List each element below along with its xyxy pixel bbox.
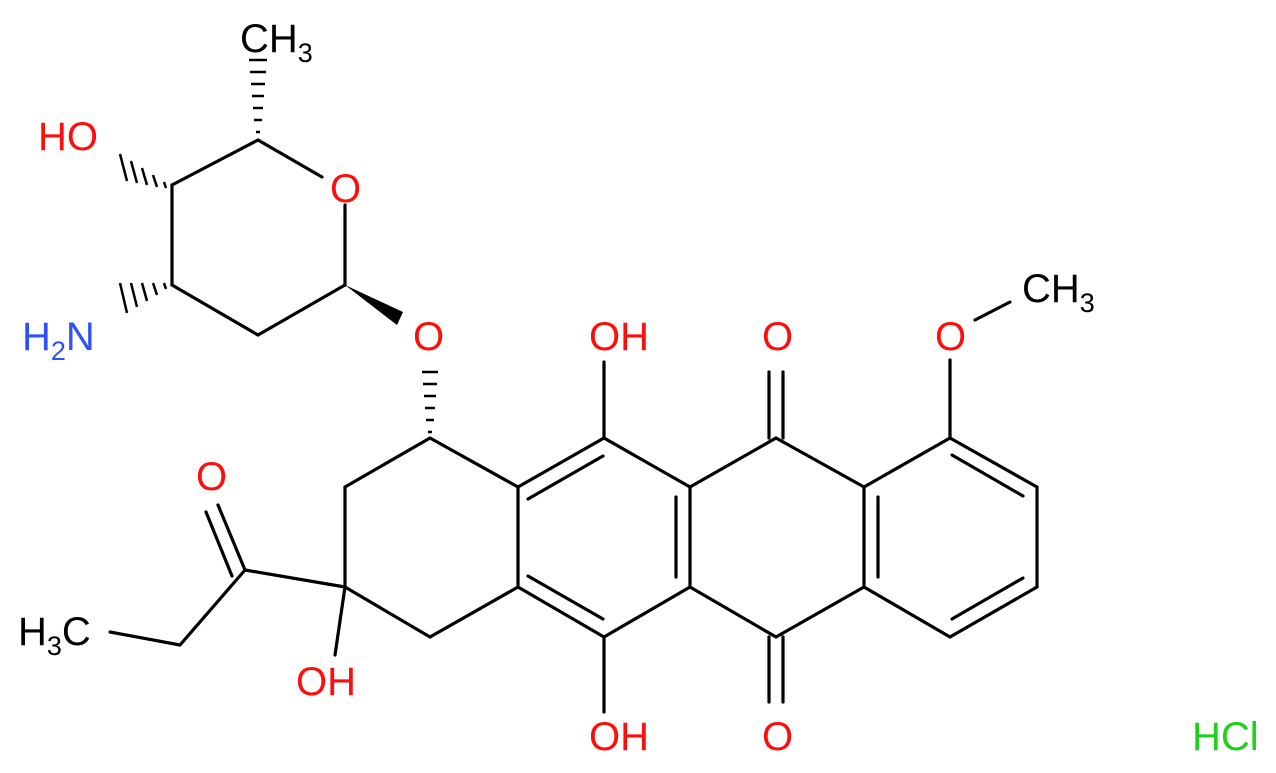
- bond-c6a-c6: [516, 436, 606, 489]
- bond-c5-o: [256, 138, 324, 179]
- hash-c4-oh: [118, 153, 168, 189]
- bond-c5a-c5: [688, 436, 778, 489]
- label-hcl: HCl: [1192, 715, 1259, 759]
- atom-labels: CH3 HO O H2N O OH O O CH3 O H3C OH OH O …: [18, 17, 1259, 759]
- bond-c11-c10a: [516, 585, 606, 639]
- bond-c10-c10a: [428, 585, 520, 639]
- label-o-ring: O: [330, 167, 361, 211]
- bond-c9-oh: [333, 585, 347, 657]
- hash-c5-ch3: [249, 58, 267, 134]
- bond-c1-c2: [256, 283, 347, 337]
- bond-carbonyl-ch2: [178, 568, 247, 647]
- label-ch3-sugar: CH3: [240, 17, 313, 68]
- ring-d-bonds: [862, 300, 1039, 639]
- label-oh-lower: OH: [589, 715, 649, 759]
- bond-ch2-ch3: [108, 630, 182, 647]
- ring-a-bonds: [343, 436, 520, 639]
- label-oh-upper: OH: [589, 315, 649, 359]
- bond-c4-c5: [170, 138, 260, 187]
- bond-carbonyl-o-b: [204, 510, 234, 578]
- bond-c7-c8: [343, 436, 432, 489]
- bond-c6a-c7: [428, 436, 520, 489]
- bond-carbonyl-o-a: [216, 503, 247, 572]
- label-ch3-methoxy: CH3: [1022, 267, 1095, 318]
- bond-c4-c3: [948, 436, 1039, 489]
- sugar-ring-bonds: [170, 138, 347, 337]
- label-o-glycosidic: O: [413, 315, 444, 359]
- bond-c6-c5a: [602, 436, 692, 489]
- bond-c12-c11a: [688, 585, 778, 639]
- ring-b-bonds: [516, 436, 692, 639]
- label-o-quinone-top: O: [762, 315, 793, 359]
- label-o-quinone-bottom: O: [762, 715, 793, 759]
- label-ho-sugar: HO: [38, 115, 98, 159]
- bond-c2-c1: [948, 585, 1039, 639]
- bond-c11a-c11: [602, 585, 692, 639]
- hash-c7-o: [422, 370, 438, 434]
- hash-c3-nh2: [118, 282, 168, 314]
- bond-c2-c1-inner: [950, 576, 1025, 621]
- bond-c12a-c12: [774, 585, 866, 639]
- bond-c5-c4a: [774, 436, 866, 489]
- ring-c-bonds: [688, 370, 866, 704]
- label-h3c-ethyl: H3C: [18, 610, 91, 661]
- bond-c2-c3: [170, 283, 260, 337]
- label-nh2: H2N: [22, 315, 95, 366]
- label-o-ketone: O: [196, 455, 227, 499]
- bond-c6a-c6-inner: [526, 454, 605, 501]
- substituent-bonds: [108, 360, 606, 714]
- sugar-stereo-bonds: [118, 58, 403, 325]
- bond-c4-c3-inner: [950, 453, 1025, 498]
- label-oh-tertiary: OH: [296, 660, 356, 704]
- bond-c4a-c4: [862, 436, 952, 489]
- bond-c9-carbonyl: [243, 568, 347, 589]
- bond-c1-c12a: [862, 585, 952, 639]
- bond-c11-c10a-inner: [526, 574, 605, 621]
- wedge-c1-o: [345, 285, 403, 325]
- bond-o-ch3-methoxy: [973, 300, 1012, 322]
- bond-c9-c10: [343, 585, 432, 639]
- label-o-methoxy: O: [935, 315, 966, 359]
